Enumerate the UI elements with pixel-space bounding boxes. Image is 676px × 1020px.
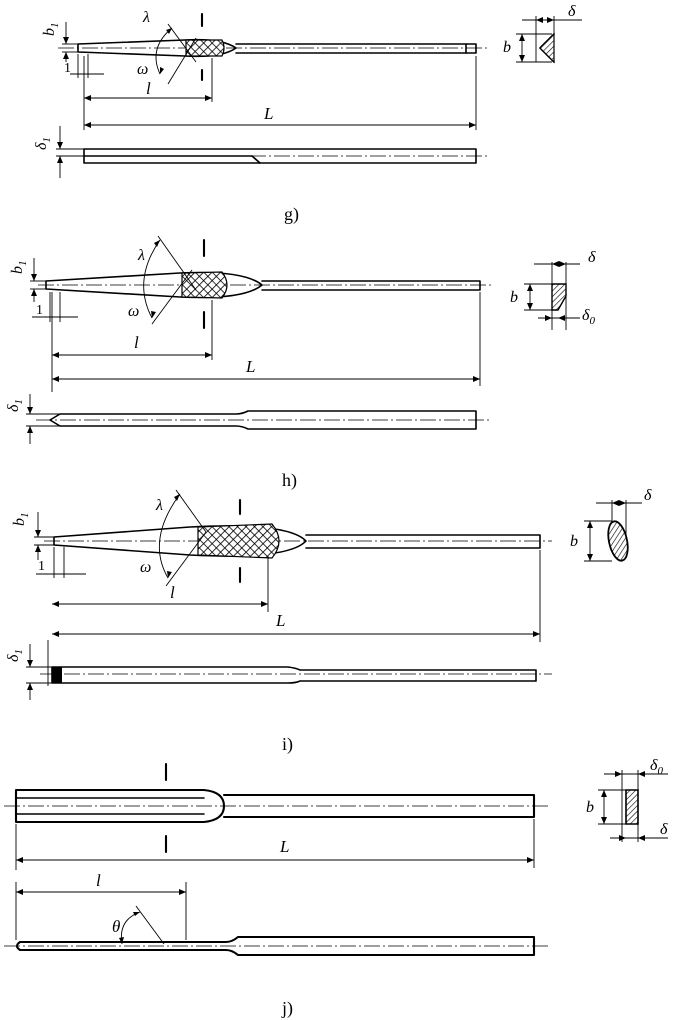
l-label: l (96, 871, 101, 890)
b-label: b (510, 289, 518, 306)
l-label: l (146, 79, 151, 98)
L-label: L (245, 357, 255, 376)
figure-g: λ ω b1 1 l (33, 3, 582, 225)
figure-i: λ ω b1 1 l L (5, 487, 652, 755)
cross-section-j: δ0 b δ (586, 757, 668, 842)
lambda-label: λ (137, 247, 145, 264)
file-top-view-h: λ ω b1 1 l L (9, 235, 492, 392)
delta-label: δ (660, 821, 668, 838)
L-label: L (279, 837, 289, 856)
file-top-view-i: λ ω b1 1 l L (11, 489, 552, 642)
b-label: b (503, 39, 511, 56)
omega-label: ω (128, 303, 139, 320)
L-label: L (263, 104, 273, 123)
b1-label: b1 (11, 513, 31, 527)
delta0-label: δ0 (582, 307, 595, 327)
knurled-handle-zone (181, 271, 228, 299)
cross-section-h: δ b δ0 (510, 249, 596, 330)
file-side-view-g: δ1 (33, 126, 488, 178)
delta1-label: δ1 (5, 399, 25, 412)
b-label: b (586, 799, 594, 816)
file-side-view-h: δ1 (5, 394, 492, 444)
omega-label: ω (137, 61, 148, 78)
b1-label: b1 (9, 261, 29, 275)
delta-label: δ (588, 249, 596, 266)
delta0-label: δ0 (650, 757, 663, 777)
figure-j: L δ0 b δ (4, 757, 668, 1019)
l-label: l (134, 333, 139, 352)
l-label: l (170, 583, 175, 602)
one-label: 1 (36, 303, 43, 318)
b1-label: b1 (41, 23, 61, 37)
file-side-view-i: δ1 (5, 640, 552, 700)
caption-g: g) (284, 204, 299, 225)
lambda-label: λ (155, 497, 163, 514)
file-top-view-g: λ ω b1 1 l (41, 9, 488, 130)
file-side-view-j: l θ (4, 871, 548, 957)
delta1-label: δ1 (33, 137, 53, 150)
figure-h: λ ω b1 1 l L (5, 235, 596, 491)
delta1-label: δ1 (5, 649, 25, 662)
delta-label: δ (568, 3, 576, 20)
square-end-mark (52, 667, 62, 683)
cross-section-i: δ b (570, 487, 652, 562)
lambda-label: λ (142, 9, 150, 26)
b-label: b (570, 533, 578, 550)
caption-j: j) (281, 998, 293, 1019)
theta-label: θ (112, 917, 120, 936)
caption-i: i) (282, 734, 293, 755)
knurled-handle-zone (185, 39, 225, 57)
knurled-handle-zone (197, 523, 280, 559)
caption-h: h) (282, 470, 297, 491)
L-label: L (275, 611, 285, 630)
omega-label: ω (140, 559, 151, 576)
cross-section-g: δ b (503, 3, 582, 64)
file-top-view-j: L (4, 762, 548, 870)
one-label: 1 (38, 559, 45, 574)
one-label: 1 (64, 61, 71, 76)
delta-label: δ (644, 487, 652, 504)
